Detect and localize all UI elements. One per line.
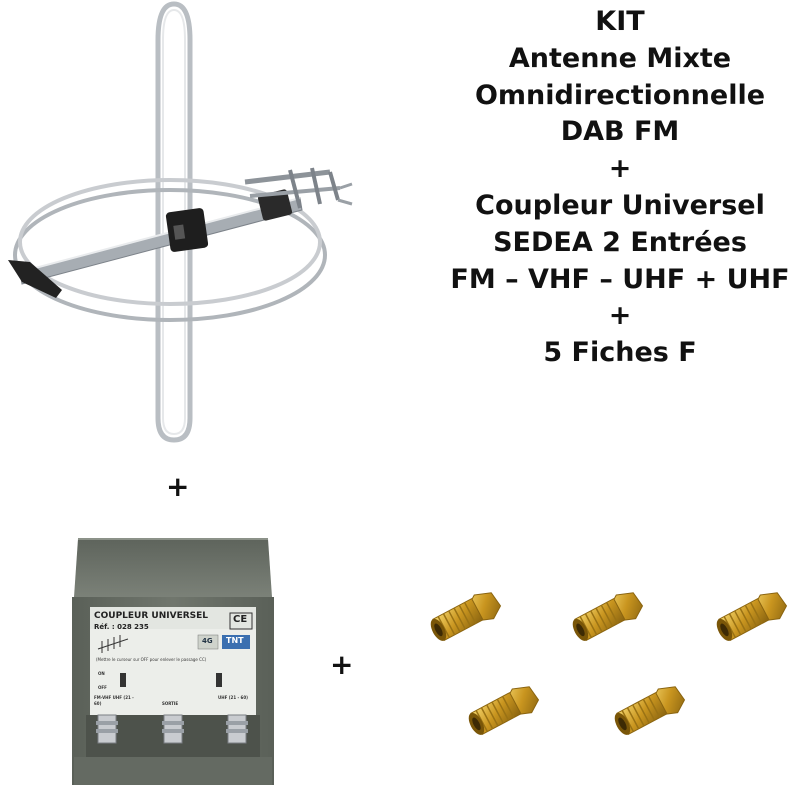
title-line: Antenne Mixte <box>508 42 732 74</box>
4g-badge: 4G <box>202 637 213 645</box>
f-plug <box>463 679 544 742</box>
coupler-image: COUPLEUR UNIVERSEL Réf. : 028 235 CE TNT… <box>68 535 278 787</box>
switch-on-label: ON <box>98 671 105 676</box>
f-plug <box>609 679 690 742</box>
output-label: SORTIE <box>162 701 179 706</box>
plus-sign: + <box>166 470 190 503</box>
f-plug <box>567 585 648 648</box>
title-line: Omnidirectionnelle <box>474 79 766 111</box>
coupler-brand-label: COUPLEUR UNIVERSEL <box>94 611 209 621</box>
product-title: KIT Antenne Mixte Omnidirectionnelle DAB… <box>400 4 800 372</box>
f-plug <box>425 585 506 648</box>
title-line: DAB FM <box>560 116 680 148</box>
tnt-badge: TNT <box>226 636 244 645</box>
coupler-instruction: (Mettre le curseur sur OFF pour enlever … <box>96 657 207 662</box>
title-line: 5 Fiches F <box>543 337 697 369</box>
title-line: SEDEA 2 Entrées <box>493 226 747 258</box>
f-plugs-image <box>425 585 792 742</box>
title-line: + <box>608 300 632 332</box>
input-right-label: UHF (21 - 60) <box>218 695 248 700</box>
f-plug <box>711 585 792 648</box>
switch-off-label: OFF <box>98 685 107 690</box>
title-line: KIT <box>595 6 645 37</box>
title-line: + <box>608 153 632 185</box>
antenna-image <box>8 1 353 443</box>
title-line: Coupleur Universel <box>475 189 765 221</box>
input-left-label: FM-VHF UHF (21 - 60) <box>94 695 134 706</box>
coupler-reference: Réf. : 028 235 <box>94 623 149 631</box>
title-line: FM – VHF – UHF + UHF <box>450 263 790 295</box>
plus-sign: + <box>330 648 354 681</box>
ce-mark: CE <box>233 614 248 625</box>
